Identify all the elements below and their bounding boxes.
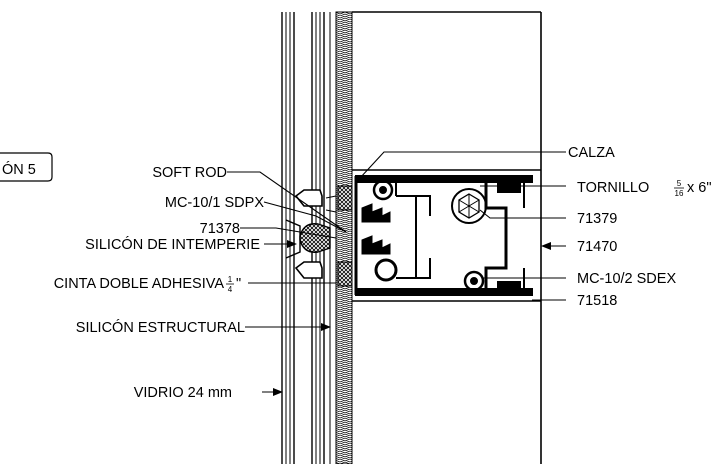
- tornillo-fraction-den: 16: [675, 189, 684, 198]
- glazing-details: [285, 185, 353, 287]
- cinta-suffix: ": [236, 276, 241, 292]
- leader-lines-right: [359, 151, 566, 301]
- section-tag-text: ÓN 5: [2, 161, 36, 178]
- label-71470: 71470: [577, 239, 617, 255]
- label-silicon-estructural: SILICÓN ESTRUCTURAL: [76, 319, 245, 336]
- cinta-fraction-den: 4: [228, 285, 233, 294]
- structural-silicone-strip: [335, 11, 353, 464]
- label-71378: 71378: [200, 221, 240, 237]
- label-cinta: CINTA DOBLE ADHESIVA: [54, 276, 225, 292]
- label-soft-rod: SOFT ROD: [152, 165, 227, 181]
- cinta-fraction-num: 1: [228, 275, 233, 284]
- leader-lines-left: [227, 171, 347, 396]
- gaskets: [361, 203, 398, 282]
- aluminium-profile: [354, 175, 533, 296]
- label-mc10-2: MC-10/2 SDEX: [577, 271, 676, 287]
- label-71379: 71379: [577, 211, 617, 227]
- labels-left: SOFT ROD MC-10/1 SDPX 71378 SILICÓN DE I…: [54, 165, 265, 401]
- section-tag: ÓN 5: [0, 152, 53, 182]
- labels-right: CALZA TORNILLO 5 16 x 6" 71379 71470 MC-…: [568, 145, 712, 309]
- tornillo-fraction-num: 5: [677, 179, 682, 188]
- label-vidrio: VIDRIO 24 mm: [134, 385, 232, 401]
- mullion: [352, 11, 542, 464]
- tornillo-suffix: x 6": [687, 180, 712, 196]
- label-calza: CALZA: [568, 145, 615, 161]
- label-71518: 71518: [577, 293, 617, 309]
- label-mc10-1: MC-10/1 SDPX: [165, 195, 264, 211]
- label-silicon-intemperie: SILICÓN DE INTEMPERIE: [85, 236, 260, 253]
- label-tornillo: TORNILLO: [577, 180, 649, 196]
- screw-head: [451, 188, 487, 224]
